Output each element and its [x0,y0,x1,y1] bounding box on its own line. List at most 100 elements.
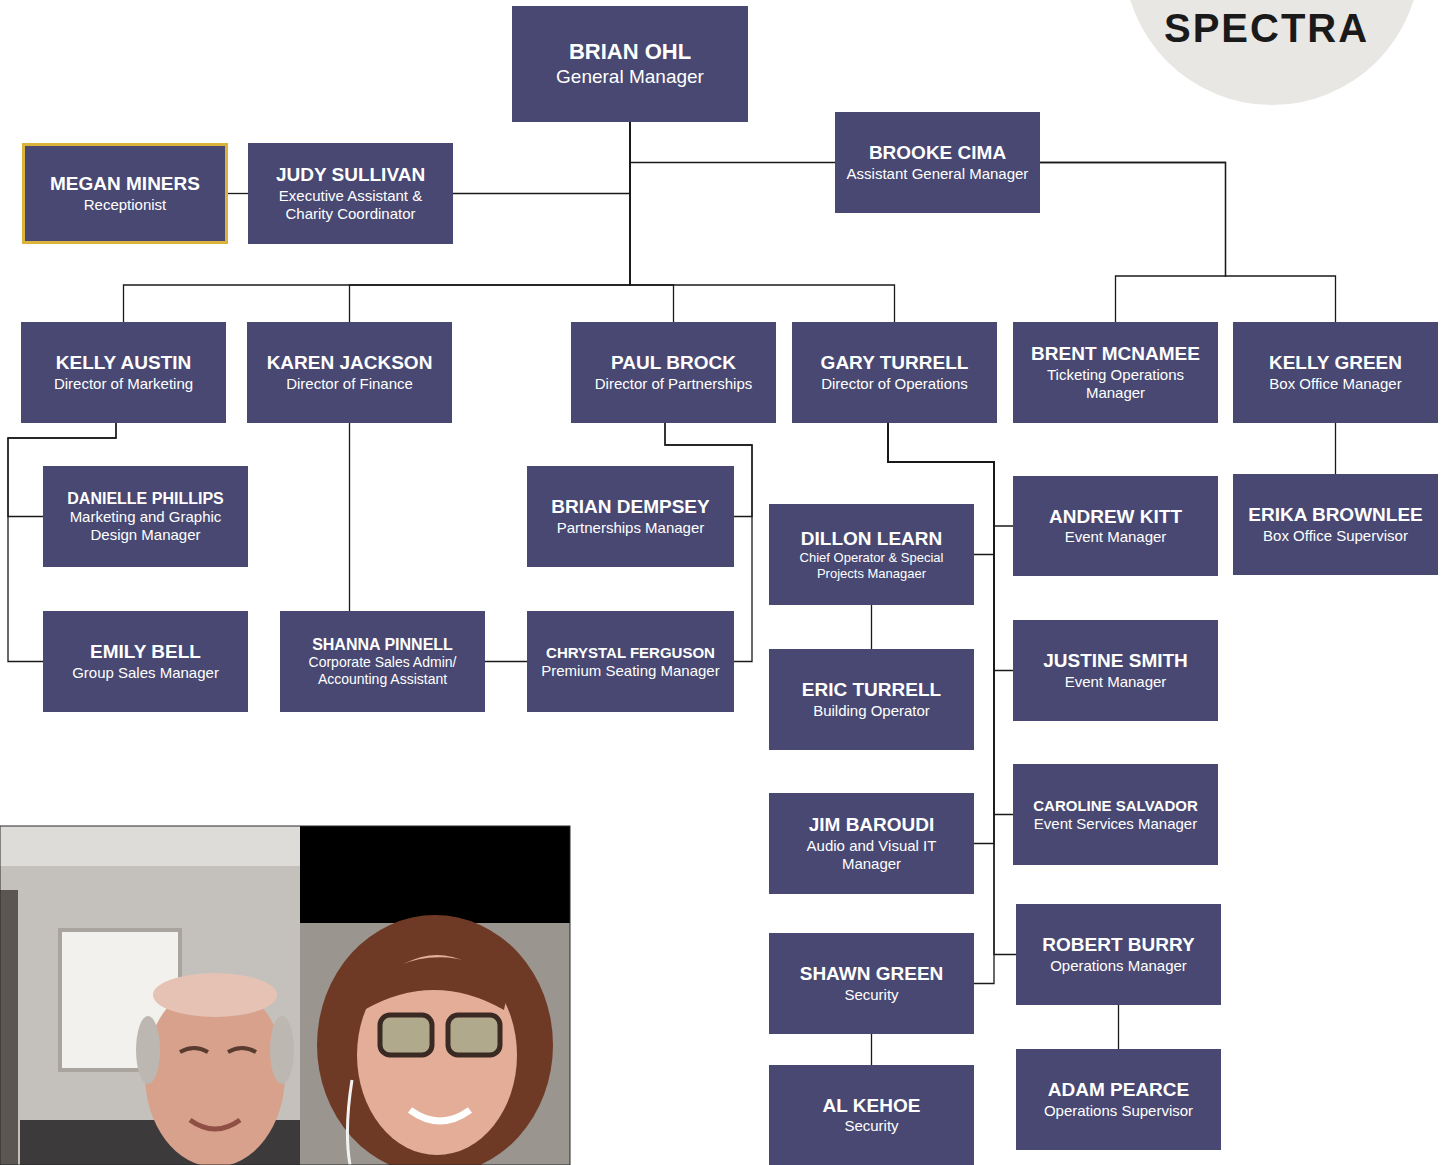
job-title: Event Manager [1021,673,1210,691]
org-box: AL KEHOESecurity [769,1065,974,1165]
photo-eyes [180,1048,256,1052]
reporting-line [228,193,248,194]
org-box: GARY TURRELLDirector of Operations [792,322,997,423]
org-box: BROOKE CIMAAssistant General Manager [835,112,1040,213]
person-name: ERIC TURRELL [777,679,966,702]
org-box: EMILY BELLGroup Sales Manager [43,611,248,712]
job-title: Director of Partnerships [579,375,768,393]
org-box: JUDY SULLIVANExecutive Assistant & Chari… [248,143,453,244]
org-box: JIM BAROUDIAudio and Visual IT Manager [769,793,974,894]
job-title: Receptionist [33,196,217,214]
org-box: PAUL BROCKDirector of Partnerships [571,322,776,423]
job-title: Premium Seating Manager [535,662,726,680]
job-title: Group Sales Manager [51,664,240,682]
person-name: EMILY BELL [51,641,240,664]
job-title: Ticketing Operations Manager [1021,366,1210,402]
person-name: PAUL BROCK [579,352,768,375]
logo-text: SPECTRA [1164,4,1369,52]
job-title: Event Manager [1021,528,1210,546]
person-name: ERIKA BROWNLEE [1241,504,1430,527]
org-box: DANIELLE PHILLIPSMarketing and Graphic D… [43,466,248,567]
person-name: DILLON LEARN [777,528,966,551]
org-box: ERIC TURRELLBuilding Operator [769,649,974,750]
reporting-line [630,122,674,322]
reporting-line [1040,163,1336,323]
job-title: Director of Operations [800,375,989,393]
org-box: KAREN JACKSONDirector of Finance [247,322,452,423]
job-title: Assistant General Manager [843,165,1032,183]
reporting-line [485,661,527,662]
reporting-line [630,122,835,163]
org-box: DILLON LEARNChief Operator & Special Pro… [769,504,974,605]
person-name: JUDY SULLIVAN [256,164,445,187]
job-title: Partnerships Manager [535,519,726,537]
job-title: Box Office Supervisor [1241,527,1430,545]
job-title: Operations Supervisor [1024,1102,1213,1120]
highlighted-box: MEGAN MINERSReceptionist [22,143,228,244]
org-box: ROBERT BURRYOperations Manager [1016,904,1221,1005]
photo-face [357,955,517,1155]
person-name: SHAWN GREEN [777,963,966,986]
job-title: Security [777,1117,966,1135]
photo-glasses [380,1015,432,1055]
person-name: ADAM PEARCE [1024,1079,1213,1102]
photo-forehead [153,973,277,1017]
org-box: KELLY GREENBox Office Manager [1233,322,1438,423]
org-box: SHANNA PINNELLCorporate Sales Admin/ Acc… [280,611,485,712]
job-title: Box Office Manager [1241,375,1430,393]
org-box: CHRYSTAL FERGUSONPremium Seating Manager [527,611,734,712]
job-title: Security [777,986,966,1004]
photo-mouth [190,1120,240,1129]
job-title: Director of Finance [255,375,444,393]
reporting-line [349,423,350,611]
reporting-line [871,605,872,649]
org-box: ANDREW KITTEvent Manager [1013,476,1218,576]
reporting-line [1118,1005,1119,1049]
org-box: KELLY AUSTINDirector of Marketing [21,322,226,423]
job-title: Marketing and Graphic Design Manager [51,508,240,544]
photo-black-panel [300,826,570,923]
photo-smile [410,1110,470,1121]
person-name: BRENT MCNAMEE [1021,343,1210,366]
person-name: ROBERT BURRY [1024,934,1213,957]
job-title: Executive Assistant & Charity Coordinato… [256,187,445,223]
photo-door [0,890,18,1165]
org-box: ERIKA BROWNLEEBox Office Supervisor [1233,474,1438,575]
photo-hair [270,1016,294,1084]
reporting-line [1040,163,1226,323]
logo-disc [1124,0,1420,105]
person-name: CHRYSTAL FERGUSON [535,644,726,662]
reporting-line [888,423,994,844]
job-title: General Manager [520,66,740,89]
org-box: BRENT MCNAMEETicketing Operations Manage… [1013,322,1218,423]
job-title: Chief Operator & Special Projects Managa… [777,550,966,581]
person-name: CAROLINE SALVADOR [1021,797,1210,815]
reporting-line [453,122,630,194]
photo-earphone [347,1080,352,1165]
photo-frame [0,826,570,1165]
job-title: Event Services Manager [1021,815,1210,833]
person-name: BRIAN OHL [520,39,740,65]
job-title: Corporate Sales Admin/ Accounting Assist… [288,654,477,688]
org-box: BRIAN DEMPSEYPartnerships Manager [527,466,734,567]
person-name: ANDREW KITT [1021,506,1210,529]
org-box: CAROLINE SALVADOREvent Services Manager [1013,764,1218,865]
photo-glasses [448,1015,500,1055]
job-title: Building Operator [777,702,966,720]
person-name: GARY TURRELL [800,352,989,375]
person-name: DANIELLE PHILLIPS [51,489,240,508]
job-title: Operations Manager [1024,957,1213,975]
photo-hair [317,915,553,1165]
person-name: BROOKE CIMA [843,142,1032,165]
org-box: SHAWN GREENSecurity [769,933,974,1034]
person-name: KELLY AUSTIN [29,352,218,375]
reporting-line [1335,423,1336,474]
photo-hair [136,1016,160,1084]
person-name: MEGAN MINERS [33,173,217,196]
org-box: JUSTINE SMITHEvent Manager [1013,620,1218,721]
person-name: JUSTINE SMITH [1021,650,1210,673]
person-name: BRIAN DEMPSEY [535,496,726,519]
job-title: Director of Marketing [29,375,218,393]
job-title: Audio and Visual IT Manager [777,837,966,873]
